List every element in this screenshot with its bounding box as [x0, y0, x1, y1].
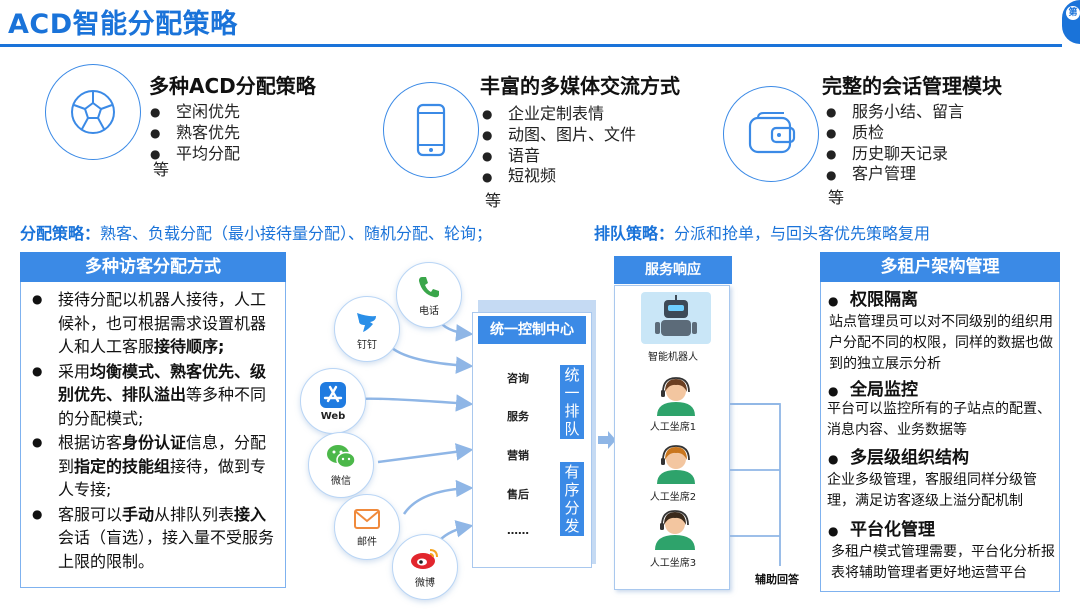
dingtalk-icon [354, 308, 380, 334]
tenant-section-head: ●平台化管理 [822, 515, 935, 540]
agent-headset-icon [653, 376, 699, 416]
agent-label: 人工坐席1 [615, 418, 731, 433]
channel-wechat[interactable]: 微信 [308, 432, 374, 498]
tenant-section-head: ●全局监控 [822, 375, 918, 400]
tenant-section-head: ●多层级组织结构 [822, 443, 969, 468]
phone-icon [416, 274, 442, 300]
tenant-section-head: ●权限隔离 [822, 285, 918, 310]
robot-label: 智能机器人 [615, 348, 731, 363]
assist-answer-label: 辅助回答 [755, 571, 799, 587]
control-center-title: 统一控制中心 [478, 316, 586, 344]
robot-icon [641, 292, 711, 344]
unified-queue-label: 统 一 排 队 [560, 365, 584, 439]
multi-tenant-title: 多租户架构管理 [820, 252, 1060, 282]
control-item: 营销 [507, 447, 529, 463]
channel-web[interactable]: Web [300, 368, 366, 434]
tenant-section-text: 企业多级管理，客服组同样分级管理，满足访客逐级上溢分配机制 [827, 470, 1053, 512]
wechat-icon [326, 444, 356, 470]
agent-avatar [653, 376, 699, 420]
channel-mail[interactable]: 邮件 [334, 494, 400, 560]
robot-avatar [641, 292, 711, 344]
agent-label: 人工坐席2 [615, 488, 731, 503]
app-store-icon [319, 381, 347, 409]
agent-avatar [650, 508, 700, 554]
service-response-title: 服务响应 [614, 256, 732, 284]
control-item: 服务 [507, 408, 529, 424]
mail-icon [353, 507, 381, 531]
control-item: 售后 [507, 486, 529, 502]
agent-headset-icon [653, 444, 699, 484]
agent-headset-icon [650, 508, 700, 550]
channel-dingtalk[interactable]: 钉钉 [334, 296, 400, 362]
control-item: 咨询 [507, 370, 529, 386]
tenant-section-text: 平台可以监控所有的子站点的配置、消息内容、业务数据等 [827, 399, 1057, 441]
weibo-icon [410, 546, 440, 572]
control-item: …… [507, 524, 529, 537]
tenant-section-text: 多租户模式管理需要，平台化分析报表将辅助管理者更好地运营平台 [831, 542, 1057, 584]
tenant-section-text: 站点管理员可以对不同级别的组织用户分配不同的权限，同样的数据也做到的独立展示分析 [829, 312, 1055, 375]
ordered-dispatch-label: 有 序 分 发 [560, 462, 584, 536]
agent-label: 人工坐席3 [615, 554, 731, 569]
agent-avatar [653, 444, 699, 488]
channel-weibo[interactable]: 微博 [392, 534, 458, 600]
channel-phone[interactable]: 电话 [396, 262, 462, 328]
